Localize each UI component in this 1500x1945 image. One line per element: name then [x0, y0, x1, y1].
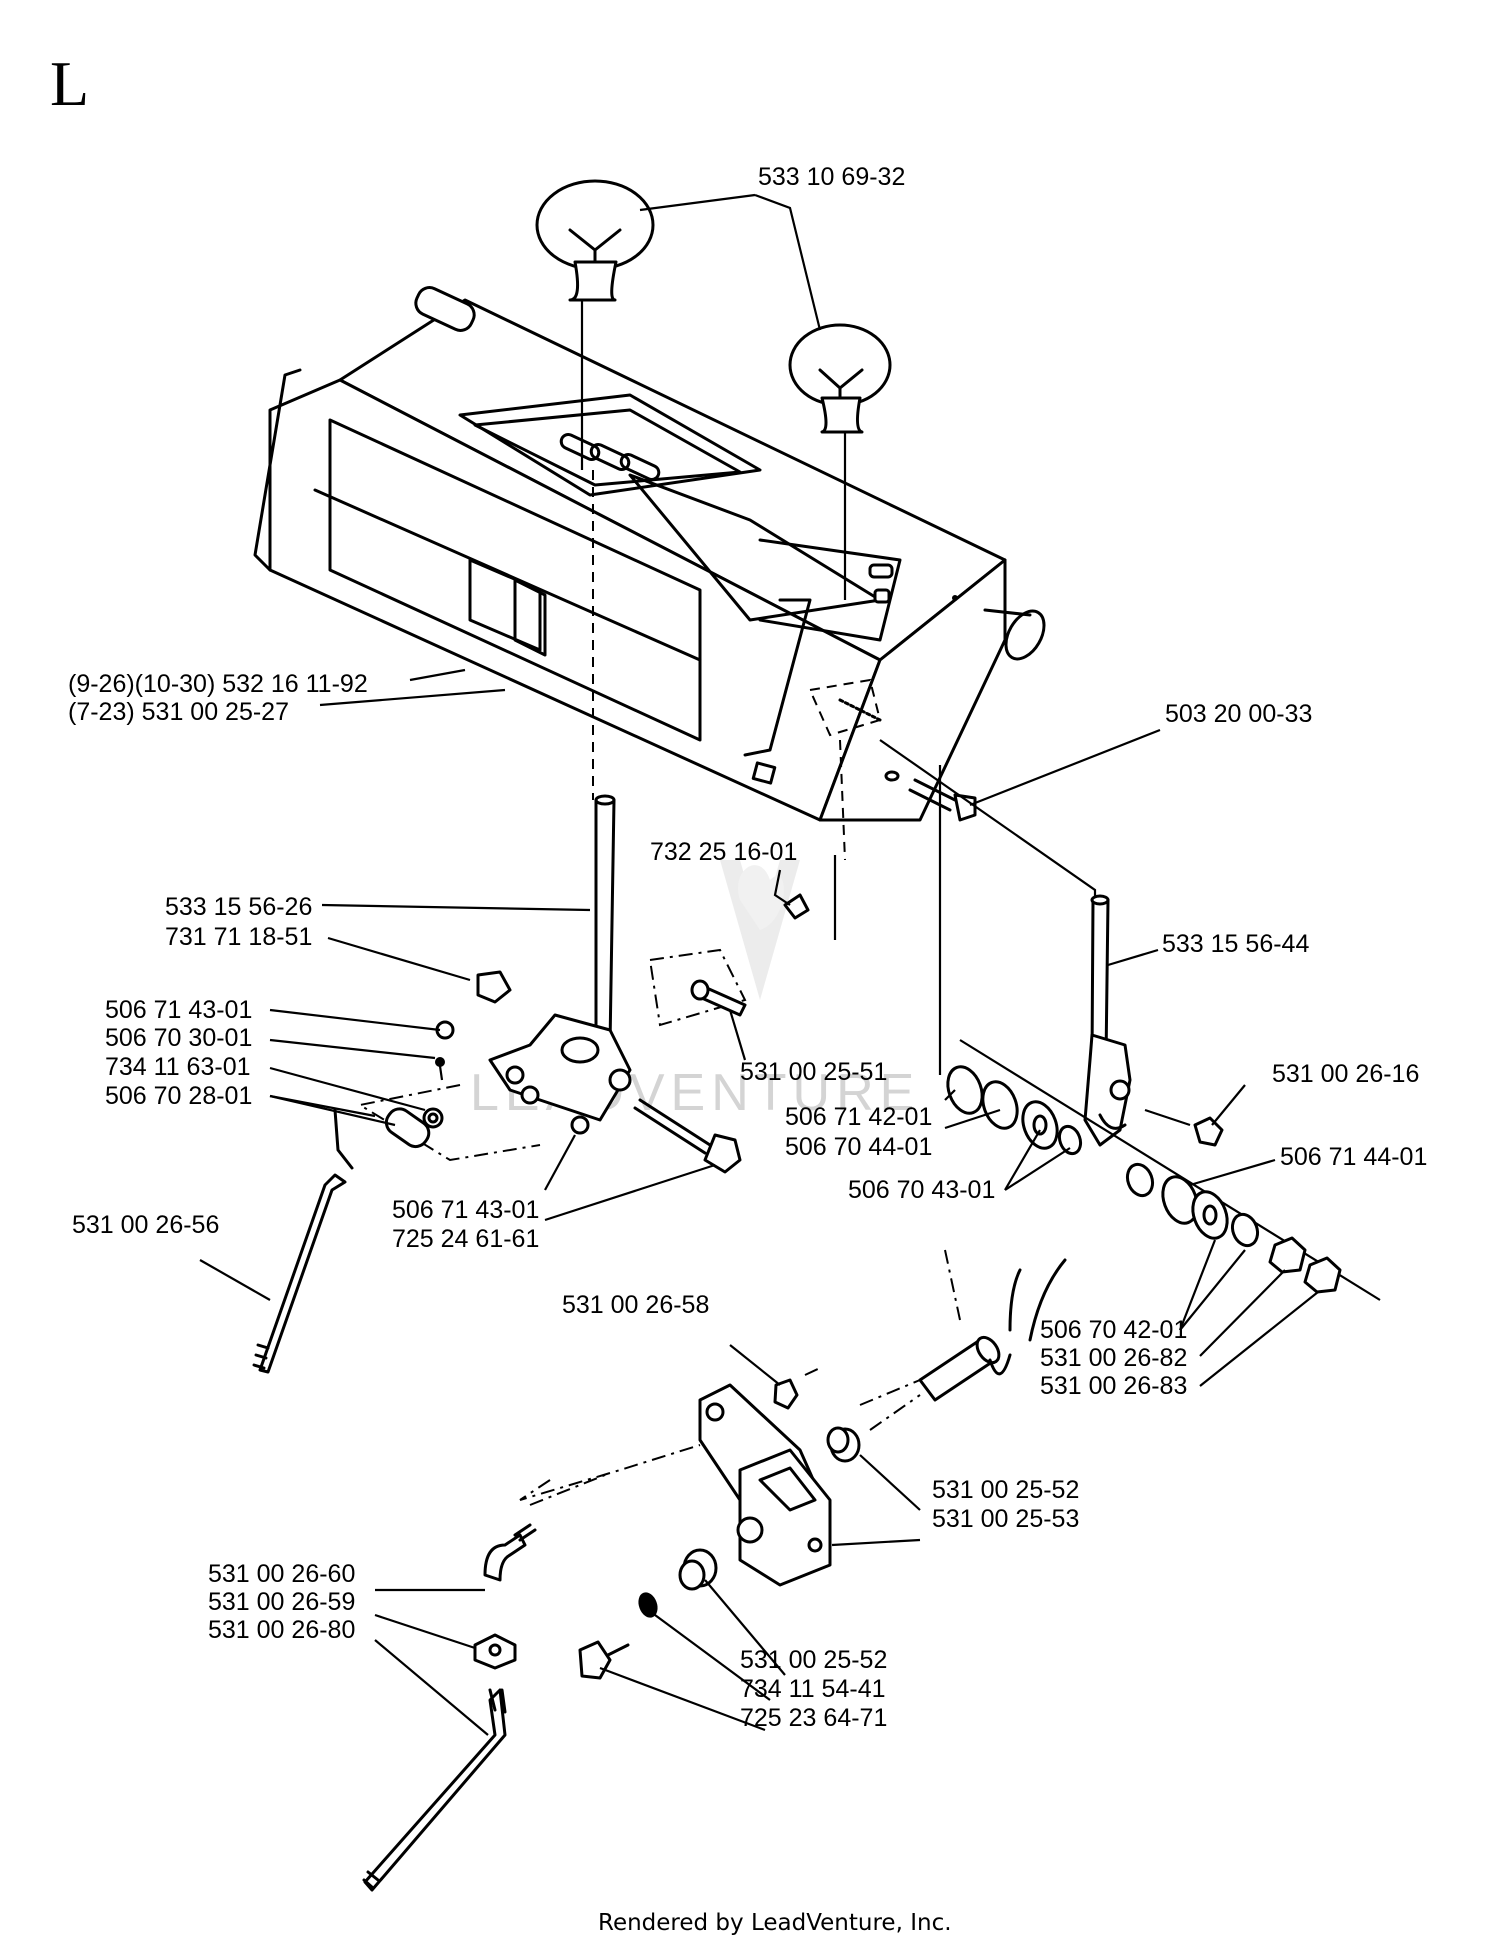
label-console-b: (7-23) 531 00 25-27 — [68, 698, 289, 726]
label-console-a: (9-26)(10-30) 532 16 11-92 — [68, 670, 368, 698]
label-spacer: 531 00 25-51 — [740, 1058, 887, 1086]
label-lever-left: 533 15 56-26 — [165, 893, 312, 921]
label-bushing-b: 531 00 25-52 — [740, 1646, 887, 1674]
label-bolt-top: 503 20 00-33 — [1165, 700, 1312, 728]
label-lever-right: 533 15 56-44 — [1162, 930, 1309, 958]
label-bracket: 531 00 25-53 — [932, 1505, 1079, 1533]
small-nut-left — [422, 1107, 444, 1129]
label-washer-a: 506 71 42-01 — [785, 1103, 932, 1131]
label-rod-lower: 531 00 26-80 — [208, 1616, 355, 1644]
ferrule — [384, 1107, 431, 1149]
section-letter: L — [50, 48, 89, 119]
nut-left — [476, 970, 512, 1004]
pivot-pin — [918, 1335, 1012, 1402]
footer-credit: Rendered by LeadVenture, Inc. — [598, 1910, 952, 1936]
label-washer-f: 734 11 54-41 — [740, 1675, 886, 1703]
pin-left — [435, 1057, 445, 1081]
console-housing — [253, 286, 1046, 861]
label-washer-e: 506 70 42-01 — [1040, 1316, 1187, 1344]
label-bolt-lower: 725 23 64-71 — [740, 1704, 887, 1732]
label-elbow: 531 00 26-60 — [208, 1560, 355, 1588]
rod-lower — [362, 1688, 507, 1892]
label-clip-b: 506 71 43-01 — [392, 1196, 539, 1224]
label-nut-wing: 531 00 26-59 — [208, 1588, 355, 1616]
label-bolt-mid: 725 24 61-61 — [392, 1225, 539, 1253]
speed-lever-knob — [788, 323, 892, 434]
elbow-fitting — [483, 1523, 537, 1582]
wing-nut — [473, 1633, 517, 1670]
washer-stack — [946, 1065, 1342, 1294]
label-nut-e2: 531 00 26-83 — [1040, 1372, 1187, 1400]
watermark-logo — [720, 860, 800, 1000]
gear-shift-knob — [535, 179, 655, 302]
leader-lines — [199, 193, 1319, 1736]
bolt-mid — [633, 1098, 742, 1174]
label-nut-right-small: 531 00 26-16 — [1272, 1060, 1419, 1088]
label-washer-c: 506 70 43-01 — [848, 1176, 995, 1204]
bushing-lower — [678, 1548, 718, 1591]
spacer-tube — [690, 979, 747, 1017]
clip-top — [783, 893, 810, 920]
label-pin-a: 506 70 30-01 — [105, 1024, 252, 1052]
right-speed-lever — [1083, 894, 1132, 1147]
rod-left — [252, 1108, 354, 1374]
nut-right-small — [1193, 1116, 1224, 1147]
label-ferrule: 506 70 28-01 — [105, 1082, 252, 1110]
clip-left-b — [570, 1115, 590, 1135]
bolt-lower — [578, 1640, 630, 1680]
label-nut-lower: 531 00 26-58 — [562, 1291, 709, 1319]
left-shift-lever — [488, 794, 632, 1122]
label-clip-a: 506 71 43-01 — [105, 996, 252, 1024]
bushing-upper — [826, 1426, 861, 1463]
bolt-top — [884, 770, 977, 822]
callout-labels: 533 10 69-32 (9-26)(10-30) 532 16 11-92 … — [68, 163, 1427, 1732]
lower-bracket — [698, 1383, 832, 1587]
label-nut-small: 734 11 63-01 — [105, 1053, 251, 1081]
label-washer-b: 506 70 44-01 — [785, 1133, 932, 1161]
label-knob: 533 10 69-32 — [758, 163, 905, 191]
label-nut-left: 731 71 18-51 — [165, 923, 312, 951]
label-washer-d: 506 71 44-01 — [1280, 1143, 1427, 1171]
label-rod-left: 531 00 26-56 — [72, 1211, 219, 1239]
label-clip-top: 732 25 16-01 — [650, 838, 797, 866]
label-nut-e1: 531 00 26-82 — [1040, 1344, 1187, 1372]
label-bushing-a: 531 00 25-52 — [932, 1476, 1079, 1504]
washer-lower — [638, 1592, 658, 1618]
nut-lower — [773, 1378, 799, 1410]
